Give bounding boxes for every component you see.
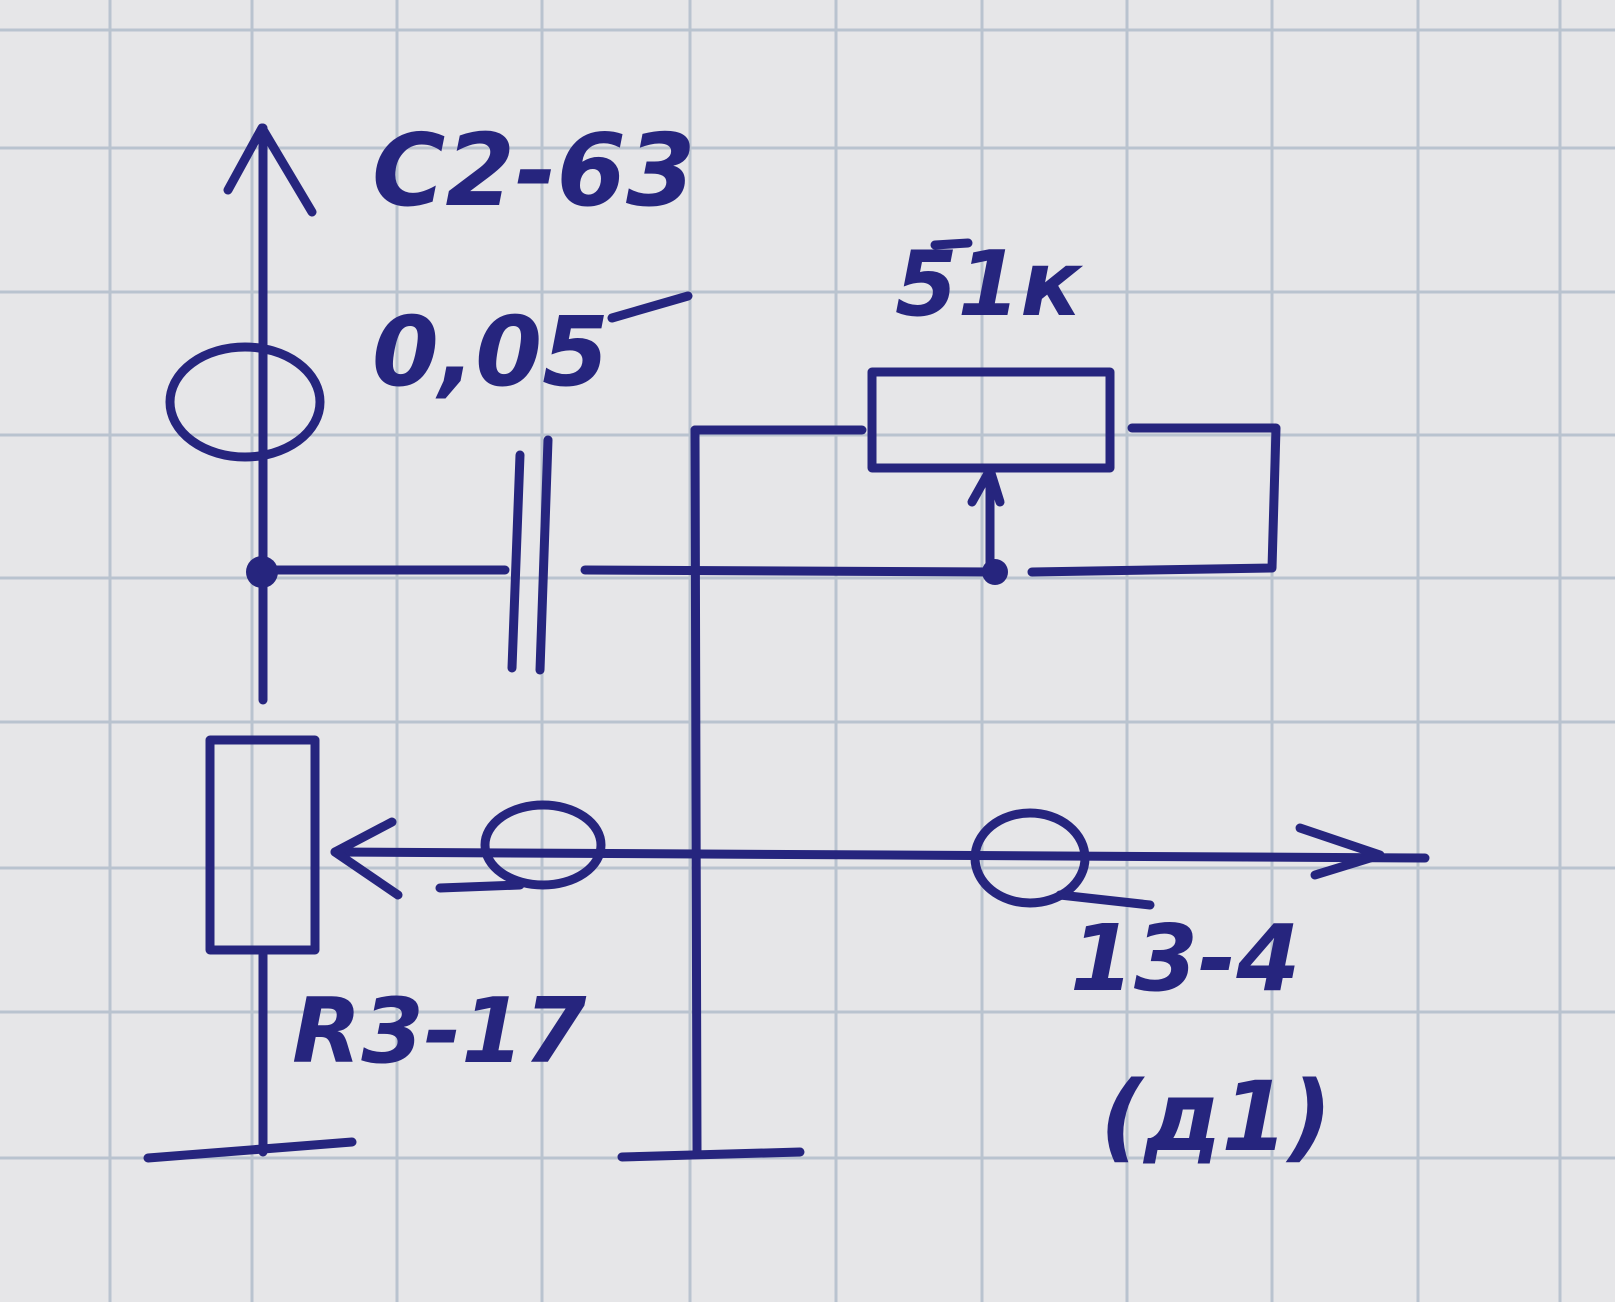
wire-from-capacitor bbox=[580, 565, 1000, 577]
capacitor-plate-right bbox=[535, 435, 553, 675]
capacitor-plate-left bbox=[507, 450, 525, 673]
connector-circle-top bbox=[165, 342, 325, 462]
label-left-resistor: R3-17 bbox=[292, 979, 587, 1084]
middle-vertical-wire bbox=[690, 425, 702, 1157]
connector-circle-bottom-right bbox=[970, 808, 1090, 908]
label-right-connector-note: (д1) bbox=[1100, 1061, 1332, 1173]
capacitor-value-underline bbox=[607, 291, 693, 323]
label-right-connector: 13-4 bbox=[1070, 905, 1300, 1012]
ground-bar-middle bbox=[617, 1147, 805, 1162]
bottom-horizontal-wire bbox=[330, 847, 1430, 863]
arrow-left-icon bbox=[330, 817, 403, 900]
potentiometer-value-overbar bbox=[930, 238, 973, 250]
schematic bbox=[143, 123, 1430, 1163]
junction-dot-right bbox=[982, 559, 1008, 585]
left-resistor-body bbox=[205, 735, 320, 955]
arrow-up-icon bbox=[223, 123, 317, 217]
arrow-right-icon bbox=[1295, 823, 1385, 880]
label-variable-capacitor: C2-63 bbox=[372, 112, 696, 229]
potentiometer-loop-wire bbox=[1027, 423, 1281, 577]
connector-tail-left bbox=[435, 880, 525, 893]
connector-circle-bottom-left bbox=[480, 800, 606, 890]
label-capacitor-value: 0,05 bbox=[372, 296, 609, 408]
connector-tail-right bbox=[1055, 890, 1155, 910]
ground-bar-left bbox=[143, 1137, 357, 1163]
label-potentiometer-value: 51к bbox=[895, 232, 1083, 337]
wiper-arrow-icon bbox=[967, 465, 1005, 507]
